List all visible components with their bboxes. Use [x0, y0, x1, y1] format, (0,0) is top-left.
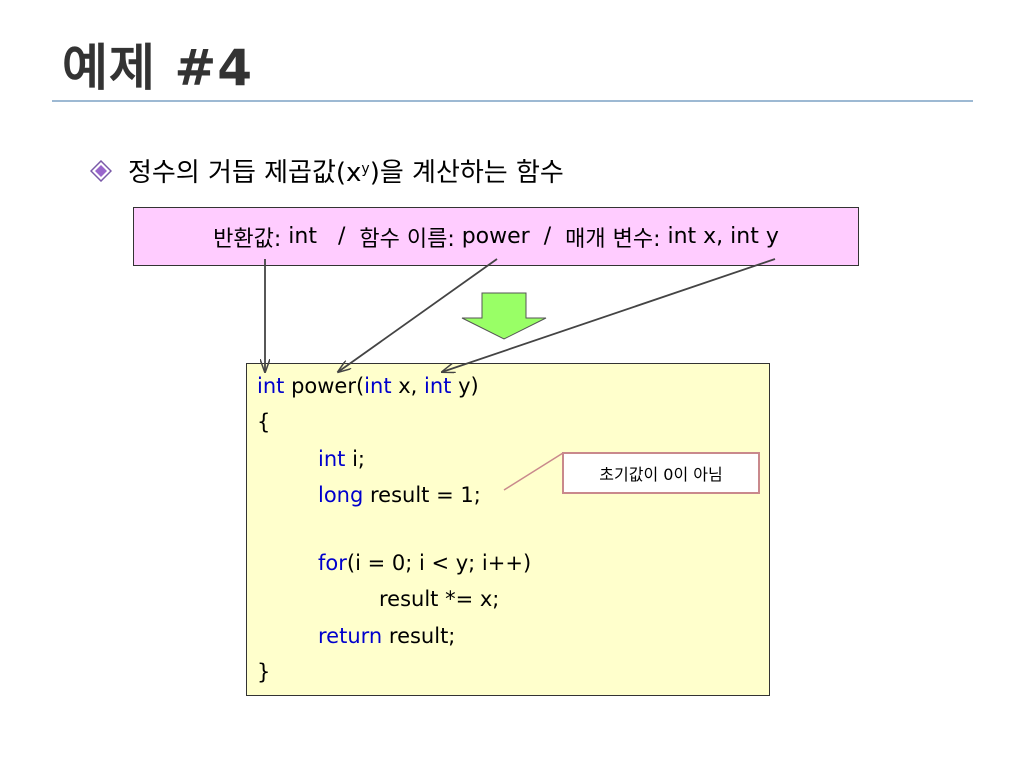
code-keyword: long: [318, 483, 364, 507]
code-line-6: result *= x;: [379, 587, 500, 611]
code-line-5: for(i = 0; i < y; i++): [318, 551, 531, 575]
parameters-label: 매개 변수:: [565, 226, 668, 252]
code-line-2: {: [257, 410, 271, 434]
separator: /: [529, 224, 566, 249]
code-text: x,: [391, 374, 425, 398]
code-keyword: int: [424, 374, 452, 398]
function-signature-box: 반환값: int / 함수 이름: power / 매개 변수: int x, …: [133, 207, 859, 266]
code-text: power(: [284, 374, 365, 398]
code-text: i;: [345, 447, 365, 471]
diamond-bullet-icon: [90, 159, 112, 182]
down-arrow-icon: [461, 292, 547, 340]
return-type-value: int: [288, 224, 317, 249]
code-line-7: return result;: [318, 624, 455, 648]
code-line-1: int power(int x, int y): [257, 374, 479, 398]
separator: /: [316, 224, 360, 249]
code-text: result = 1;: [363, 483, 481, 507]
slide-title: 예제 #4: [62, 39, 254, 97]
code-text: result;: [382, 624, 456, 648]
code-line-4: long result = 1;: [318, 483, 481, 507]
initial-value-callout: 초기값이 0이 아님: [562, 452, 760, 494]
parameters-value: int x, int y: [667, 224, 779, 249]
code-keyword: for: [318, 551, 347, 575]
function-name-value: power: [461, 224, 530, 249]
title-divider: [52, 100, 973, 102]
code-block: int power(int x, int y) { int i; long re…: [246, 363, 770, 696]
bullet-text-prefix: 정수의 거듭 제곱값(x: [128, 158, 362, 188]
code-keyword: int: [364, 374, 392, 398]
bullet-text-suffix: )을 계산하는 함수: [369, 158, 564, 188]
code-text: y): [451, 374, 479, 398]
code-keyword: int: [318, 447, 346, 471]
code-text: (i = 0; i < y; i++): [346, 551, 532, 575]
function-name-label: 함수 이름:: [359, 226, 462, 252]
bullet-superscript: y: [361, 160, 370, 177]
code-line-8: }: [257, 660, 271, 684]
code-keyword: return: [318, 624, 383, 648]
code-line-3: int i;: [318, 447, 365, 471]
return-type-label: 반환값:: [213, 226, 289, 252]
code-keyword: int: [257, 374, 285, 398]
